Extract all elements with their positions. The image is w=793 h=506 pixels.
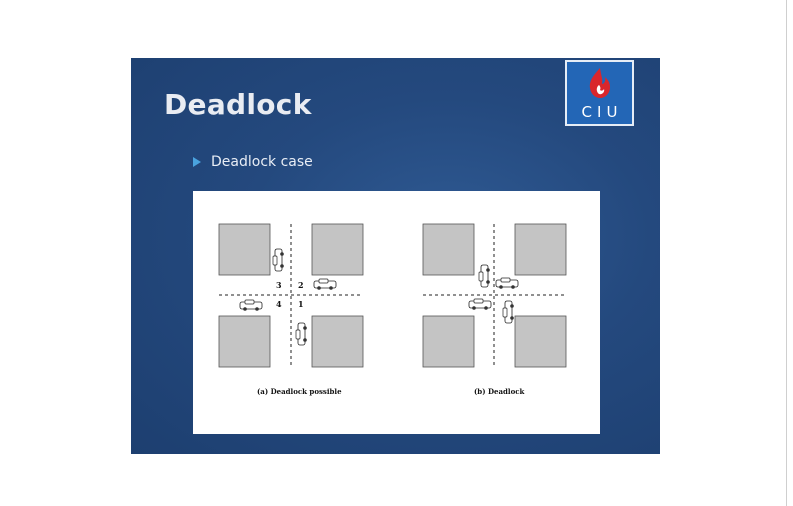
bullet-arrow-icon: [193, 157, 201, 167]
slide-title: Deadlock: [164, 88, 312, 121]
block-b-br: [514, 315, 567, 368]
quadrant-label-2: 2: [298, 280, 304, 290]
car-a-east: [313, 278, 337, 291]
ciu-logo: CIU: [565, 60, 634, 126]
logo-text: CIU: [581, 103, 623, 121]
block-b-bl: [422, 315, 475, 368]
block-a-br: [311, 315, 364, 368]
block-b-tr: [514, 223, 567, 276]
slide: Deadlock CIU Deadlock case: [131, 58, 660, 454]
car-a-west: [239, 299, 263, 312]
page-edge-line: [786, 0, 787, 506]
quadrant-label-1: 1: [298, 299, 304, 309]
quadrant-label-3: 3: [276, 280, 282, 290]
bullet-item: Deadlock case: [193, 154, 313, 170]
car-b-south: [502, 300, 515, 324]
car-a-north: [272, 248, 285, 272]
intersection-b: [422, 223, 567, 368]
car-b-west: [468, 298, 492, 311]
car-a-south: [295, 322, 308, 346]
block-b-tl: [422, 223, 475, 276]
quadrant-label-4: 4: [276, 299, 282, 309]
bullet-text: Deadlock case: [211, 154, 313, 170]
car-b-east: [495, 277, 519, 290]
caption-deadlock: (b) Deadlock: [474, 387, 525, 396]
deadlock-figure: 3 2 4 1 (a) Deadlock possible (b) Deadlo…: [193, 191, 600, 434]
block-a-bl: [218, 315, 271, 368]
flame-icon: [589, 68, 610, 98]
car-b-north: [478, 264, 491, 288]
intersection-diagrams: [218, 223, 567, 368]
intersection-a: [218, 223, 364, 368]
caption-deadlock-possible: (a) Deadlock possible: [257, 387, 342, 396]
block-a-tl: [218, 223, 271, 276]
block-a-tr: [311, 223, 364, 276]
